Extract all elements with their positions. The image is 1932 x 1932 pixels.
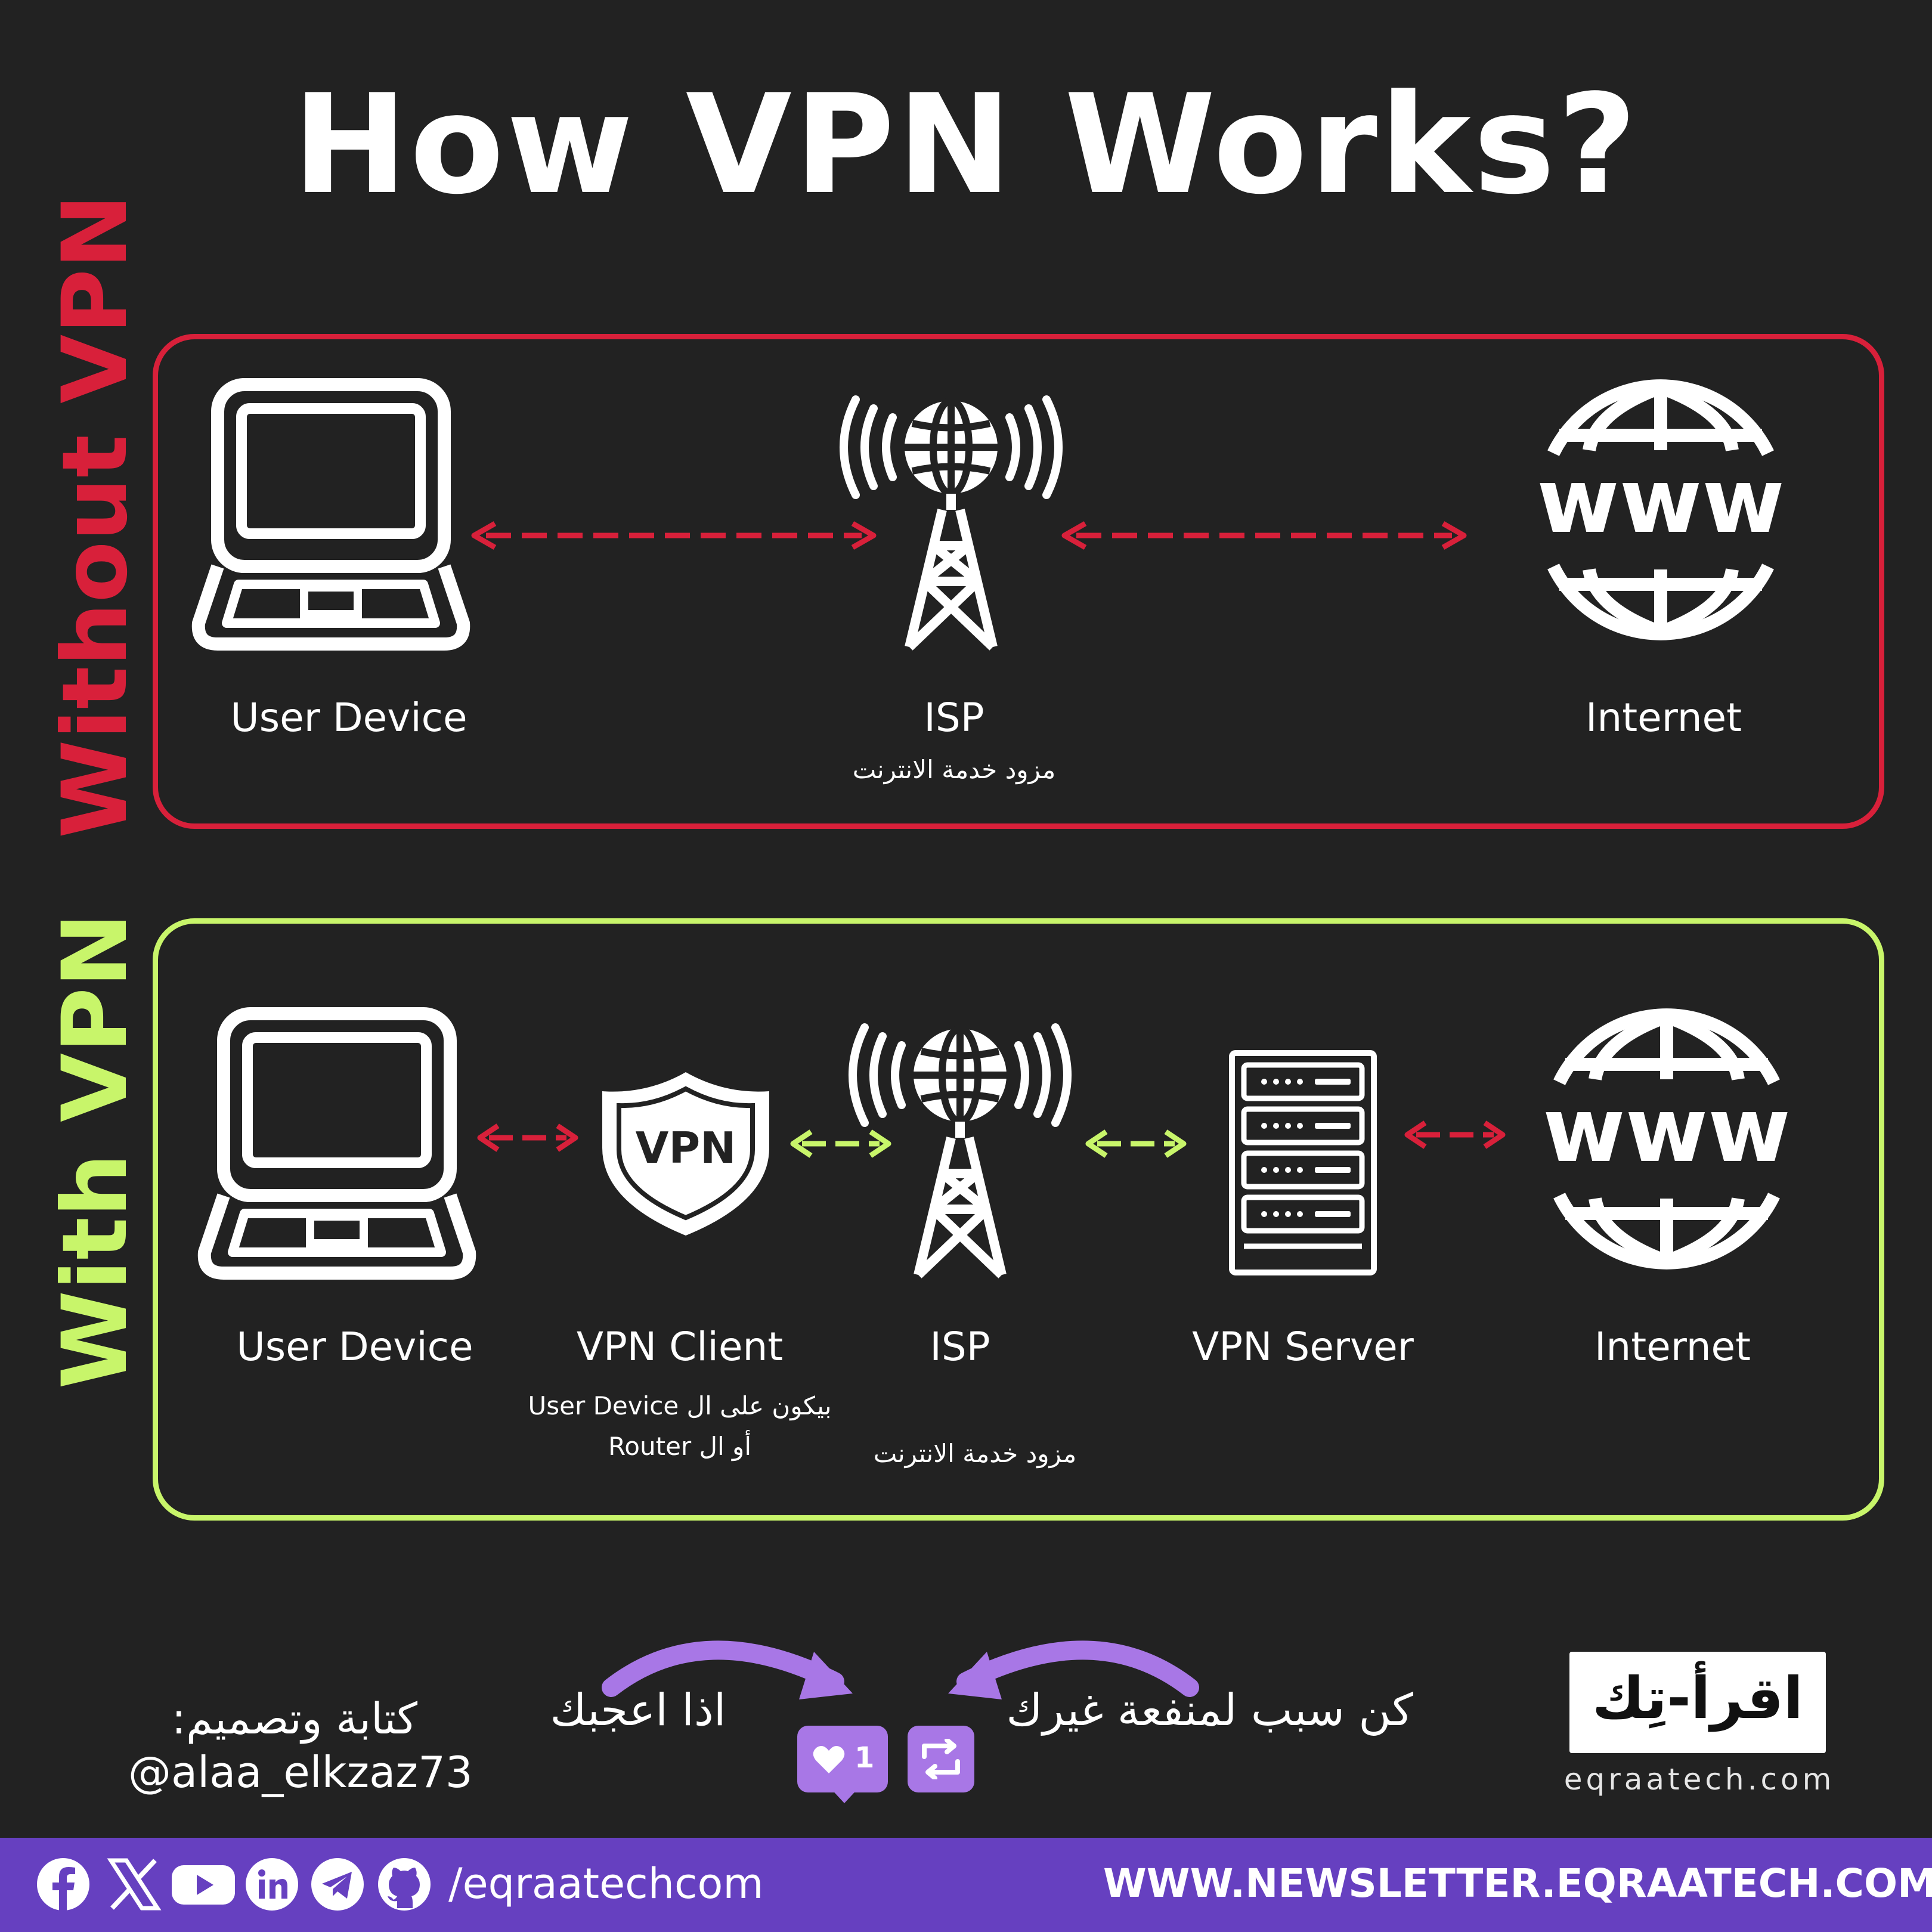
retweet-icon bbox=[922, 1739, 960, 1779]
like-count: 1 bbox=[854, 1741, 875, 1775]
node-sublabel: مزود خدمة الانترنت bbox=[873, 1439, 1077, 1468]
node-label: User Device bbox=[230, 695, 467, 741]
node-label: ISP bbox=[930, 1324, 990, 1370]
connection-arrow bbox=[1085, 1129, 1187, 1158]
linkedin-icon[interactable] bbox=[244, 1857, 299, 1912]
with-vpn-label: With VPN bbox=[44, 912, 147, 1389]
facebook-icon[interactable] bbox=[36, 1857, 91, 1912]
node-label: VPN Client bbox=[576, 1324, 784, 1370]
cta-left-text: اذا اعجبك bbox=[550, 1685, 726, 1736]
node-label: VPN Server bbox=[1192, 1324, 1414, 1370]
credit-handle[interactable]: @alaa_elkzaz73 bbox=[128, 1747, 473, 1797]
curved-arrow-icon bbox=[948, 1640, 1199, 1699]
node-label: Internet bbox=[1585, 695, 1742, 741]
retweet-button[interactable] bbox=[908, 1726, 974, 1792]
telegram-icon[interactable] bbox=[310, 1857, 365, 1912]
like-badge[interactable]: 1 bbox=[797, 1726, 888, 1792]
server-rack-icon bbox=[1229, 1050, 1377, 1275]
newsletter-link[interactable]: WWW.NEWSLETTER.EQRAATECH.COM bbox=[1103, 1860, 1932, 1906]
brand-logo-text: اقرأ-تِك bbox=[1592, 1665, 1803, 1732]
globe-www-text: www bbox=[1537, 450, 1785, 553]
without-vpn-label: Without VPN bbox=[44, 194, 147, 838]
cell-tower-icon bbox=[840, 395, 1063, 651]
www-globe-icon: www bbox=[1543, 1008, 1791, 1270]
youtube-icon[interactable] bbox=[171, 1857, 236, 1912]
credit-label: كتابة وتصميم: bbox=[171, 1693, 417, 1744]
laptop-icon bbox=[197, 1007, 476, 1280]
without-vpn-panel bbox=[153, 334, 1884, 829]
connection-arrow bbox=[1404, 1120, 1506, 1149]
heart-icon bbox=[813, 1745, 845, 1773]
brand-site[interactable]: eqraatech.com bbox=[1563, 1762, 1835, 1797]
connection-arrow bbox=[471, 521, 877, 550]
with-vpn-panel bbox=[153, 918, 1884, 1521]
node-sublabel: أو ال Router bbox=[608, 1432, 752, 1461]
node-sublabel: مزود خدمة الانترنت bbox=[852, 755, 1056, 784]
github-icon[interactable] bbox=[377, 1857, 432, 1912]
curved-arrow-icon bbox=[602, 1640, 853, 1699]
cta-right-text: كن سبب لمنفعة غيرك bbox=[1006, 1685, 1413, 1736]
node-sublabel: بيكون على ال User Device bbox=[528, 1391, 832, 1420]
brand-logo[interactable]: اقرأ-تِك bbox=[1569, 1652, 1826, 1753]
www-globe-icon: www bbox=[1537, 379, 1785, 640]
connection-arrow bbox=[477, 1123, 578, 1152]
laptop-icon bbox=[191, 378, 470, 651]
node-label: ISP bbox=[924, 695, 984, 741]
cell-tower-icon bbox=[849, 1023, 1072, 1278]
vpn-shield-icon: VPN bbox=[602, 1072, 769, 1236]
social-handle[interactable]: /eqraatechcom bbox=[448, 1859, 764, 1908]
connection-arrow bbox=[790, 1129, 891, 1158]
x-icon[interactable] bbox=[106, 1857, 162, 1912]
node-label: Internet bbox=[1594, 1324, 1751, 1370]
like-badge-tail bbox=[829, 1787, 860, 1803]
globe-www-text: www bbox=[1543, 1079, 1791, 1182]
page-title: How VPN Works? bbox=[292, 66, 1640, 225]
shield-vpn-text: VPN bbox=[636, 1123, 736, 1173]
node-label: User Device bbox=[236, 1324, 473, 1370]
connection-arrow bbox=[1061, 521, 1467, 550]
